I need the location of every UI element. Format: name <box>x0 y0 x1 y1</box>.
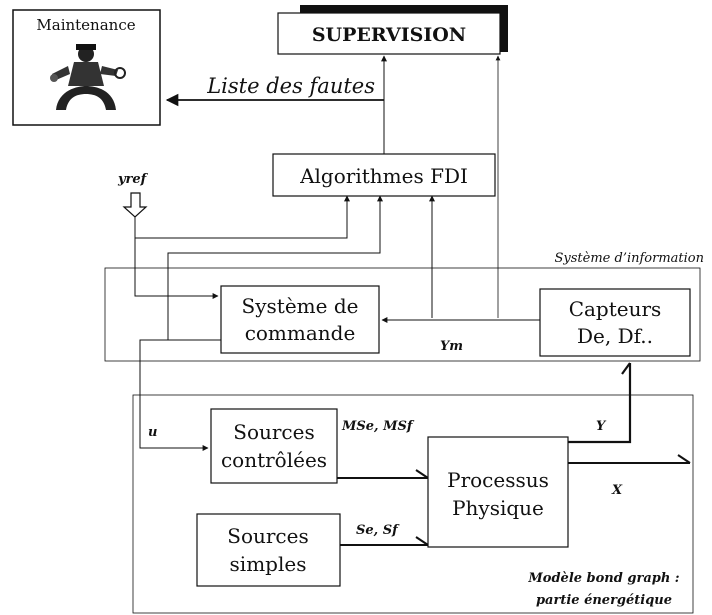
controlled-sources-line1: Sources <box>233 420 314 444</box>
control-output-line <box>139 339 221 451</box>
process-line2: Physique <box>452 496 544 520</box>
y-label: Y <box>596 419 607 434</box>
se-sf-label: Se, Sf <box>356 523 400 538</box>
control-system-line1: Système de <box>242 294 359 318</box>
info-system-label: Système d’information <box>555 251 705 266</box>
fdi-label: Algorithmes FDI <box>299 164 468 188</box>
worker-icon <box>50 44 126 110</box>
bond-graph-line1: Modèle bond graph : <box>527 571 679 586</box>
sensors-block: Capteurs De, Df.. <box>539 288 691 357</box>
info-system-region <box>104 267 701 362</box>
control-system-block: Système de commande <box>220 285 380 354</box>
controlled-sources-block: Sources contrôlées <box>210 408 338 484</box>
ym-label: Ym <box>440 339 463 354</box>
bond-se-sf <box>340 536 429 546</box>
process-block: Processus Physique <box>427 436 569 548</box>
fault-list-label: Liste des fautes <box>206 74 375 98</box>
maintenance-block: Maintenance <box>12 9 161 126</box>
bond-y-output <box>568 362 632 444</box>
sensors-line1: Capteurs <box>569 297 662 321</box>
yref-input-arrow <box>122 192 148 218</box>
supervision-block: SUPERVISION <box>277 5 508 55</box>
simple-sources-line1: Sources <box>227 524 308 548</box>
u-label: u <box>148 425 157 440</box>
bond-mse-msf <box>337 469 429 479</box>
sensors-line2: De, Df.. <box>577 324 653 348</box>
bond-graph-region <box>132 394 694 614</box>
mse-msf-label: MSe, MSf <box>341 419 415 434</box>
maintenance-label: Maintenance <box>36 16 135 34</box>
bond-graph-line2: partie énergétique <box>536 593 672 608</box>
yref-to-fdi-line <box>135 195 350 239</box>
simple-sources-block: Sources simples <box>196 513 341 587</box>
fdi-block: Algorithmes FDI <box>272 153 496 197</box>
controlled-sources-line2: contrôlées <box>221 448 327 472</box>
x-label: X <box>611 483 623 498</box>
yref-to-control-line <box>134 217 219 299</box>
yref-label: yref <box>117 172 149 187</box>
process-line1: Processus <box>447 468 549 492</box>
supervision-label: SUPERVISION <box>312 24 466 46</box>
simple-sources-line2: simples <box>230 552 307 576</box>
bond-x-output <box>568 454 691 464</box>
u-to-fdi-line <box>167 195 383 340</box>
control-system-line2: commande <box>245 321 356 345</box>
